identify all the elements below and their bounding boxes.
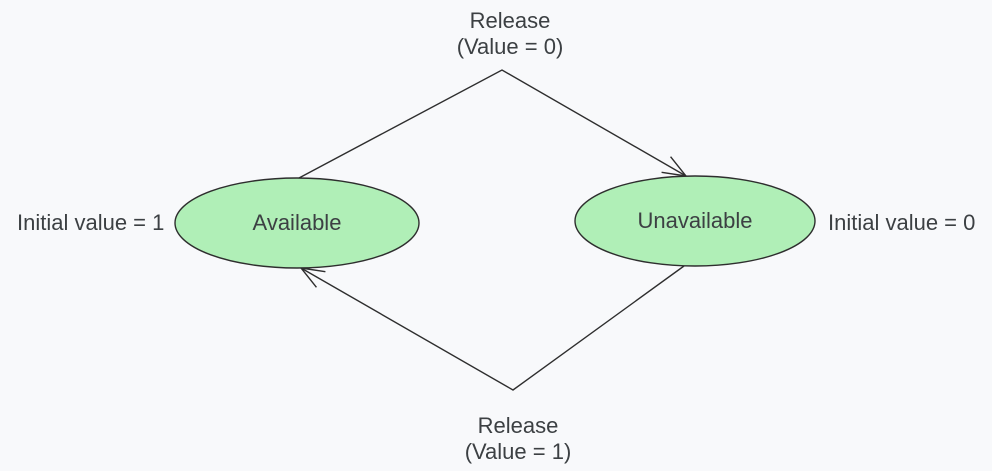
transition-label-bottom: Release (Value = 1) (418, 413, 618, 465)
transition-label-top-condition: (Value = 0) (456, 34, 564, 59)
transition-arrow-unavailable-to-available (299, 265, 685, 391)
transition-label-bottom-condition: (Value = 1) (464, 439, 572, 464)
state-ellipse-available (174, 177, 420, 269)
transition-label-top: Release (Value = 0) (410, 8, 610, 60)
state-label-unavailable: Unavailable (637, 208, 753, 233)
transition-label-bottom-event: Release (477, 413, 559, 438)
transition-arrow-available-to-unavailable (298, 69, 688, 179)
state-label-available: Available (252, 210, 342, 235)
initial-value-annotation-available: Initial value = 1 (17, 210, 165, 235)
state-ellipse-unavailable (574, 175, 816, 267)
initial-value-annotation-unavailable: Initial value = 0 (828, 210, 976, 235)
transition-label-top-event: Release (469, 8, 551, 33)
